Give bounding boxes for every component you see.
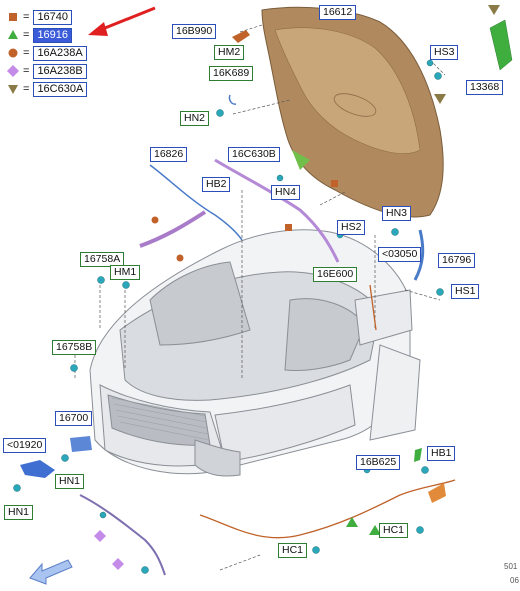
reference-symbols <box>94 5 500 570</box>
part-label-16612: 16612 <box>319 5 357 20</box>
legend-row-16916: = 16916 <box>6 27 73 43</box>
part-label-HN3: HN3 <box>382 206 412 221</box>
legend-equals: = <box>23 29 30 41</box>
part-label-HS3: HS3 <box>430 45 459 60</box>
legend-equals: = <box>23 83 30 95</box>
cables <box>79 94 456 576</box>
part-label-01920: <01920 <box>3 438 47 453</box>
part-label-13368: 13368 <box>466 80 504 95</box>
square-icon <box>6 10 20 24</box>
part-label-HN1-bottom: HN1 <box>4 505 34 520</box>
part-label-16758A: 16758A <box>80 252 125 267</box>
grille <box>111 397 210 441</box>
legend-code: 16A238B <box>33 63 87 79</box>
part-label-HM1: HM1 <box>110 265 141 280</box>
legend-row-16A238B: = 16A238B <box>6 63 87 79</box>
part-label-03050: <03050 <box>378 247 422 262</box>
legend-equals: = <box>23 65 30 77</box>
part-label-16K689: 16K689 <box>209 66 254 81</box>
part-label-HN4: HN4 <box>271 185 301 200</box>
legend-equals: = <box>23 11 30 23</box>
red-pointer-arrow <box>88 6 156 36</box>
part-label-16826: 16826 <box>150 147 188 162</box>
part-label-16796: 16796 <box>438 253 476 268</box>
legend-row-16A238A: = 16A238A <box>6 45 87 61</box>
part-label-HC1-right: HC1 <box>379 523 409 538</box>
small-parts <box>20 19 513 503</box>
legend-code: 16740 <box>33 9 73 25</box>
legend-row-16C630A: = 16C630A <box>6 81 88 97</box>
part-label-HB1: HB1 <box>427 446 456 461</box>
leader-lines <box>74 24 446 571</box>
footer-ref-2: 06 <box>510 576 519 585</box>
part-label-HB2: HB2 <box>202 177 231 192</box>
triangle-down-icon <box>6 82 20 96</box>
hood-panel <box>261 6 444 218</box>
part-label-16B990: 16B990 <box>172 24 217 39</box>
part-label-HM2: HM2 <box>214 45 245 60</box>
legend-equals: = <box>23 47 30 59</box>
part-label-HS1: HS1 <box>451 284 480 299</box>
part-label-16758B: 16758B <box>52 340 97 355</box>
triangle-up-icon <box>6 28 20 42</box>
legend-code: 16A238A <box>33 45 87 61</box>
diamond-icon <box>6 64 20 78</box>
legend-code: 16C630A <box>33 81 88 97</box>
legend-code-highlighted: 16916 <box>33 27 73 43</box>
part-label-16B625: 16B625 <box>356 455 401 470</box>
part-label-16C630B: 16C630B <box>228 147 280 162</box>
legend-row-16740: = 16740 <box>6 9 73 25</box>
front-direction-arrow <box>29 559 73 585</box>
part-label-HN1-left: HN1 <box>55 474 85 489</box>
part-label-16E600: 16E600 <box>313 267 358 282</box>
circle-icon <box>6 46 20 60</box>
part-label-16700: 16700 <box>55 411 93 426</box>
part-label-HC1-bottom: HC1 <box>278 543 308 558</box>
footer-ref-1: 501 <box>504 562 518 571</box>
part-label-HN2: HN2 <box>180 111 210 126</box>
part-label-HS2: HS2 <box>337 220 366 235</box>
vehicle-front-body <box>89 229 421 477</box>
